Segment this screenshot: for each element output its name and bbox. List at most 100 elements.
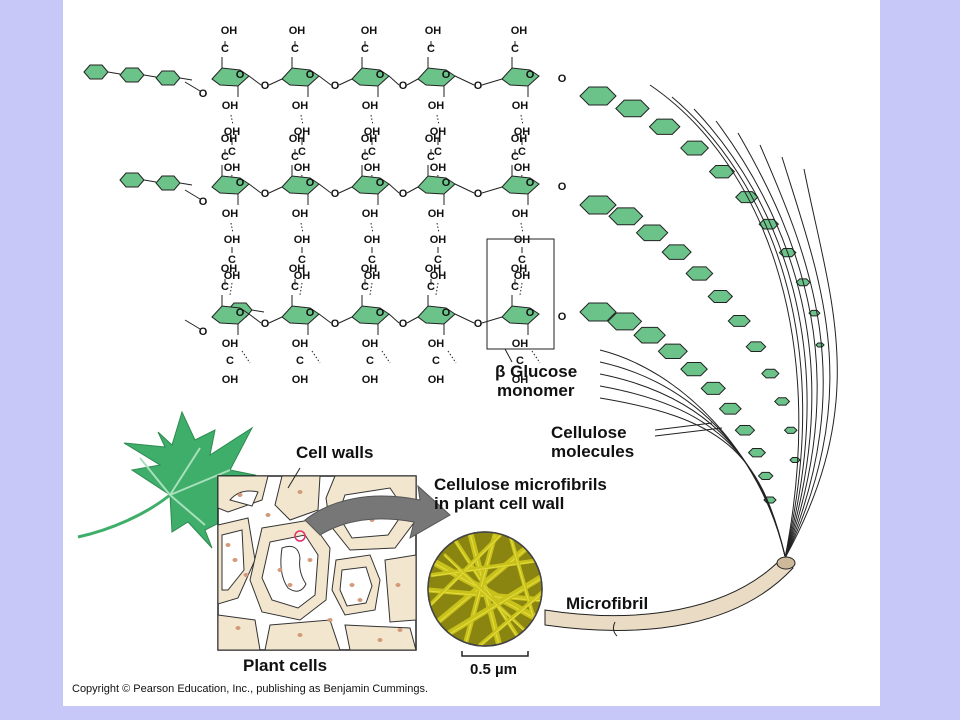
hydroxyl-label: OH [364, 126, 381, 138]
hydroxyl-label: OH [364, 234, 381, 246]
glycosidic-oxygen: O [474, 318, 483, 330]
hydroxyl-label: OH [361, 133, 378, 145]
molecule-line [693, 108, 808, 559]
ring-oxygen: O [526, 69, 535, 81]
glycosidic-oxygen: O [331, 188, 340, 200]
microfibril-tube [544, 559, 794, 631]
ring-oxygen: O [306, 307, 315, 319]
glycosidic-oxygen: O [331, 80, 340, 92]
hydroxyl-label: OH [425, 133, 442, 145]
hydroxyl-label: OH [294, 126, 311, 138]
molecule-line [715, 120, 813, 559]
ring-oxygen: O [376, 69, 385, 81]
organelle-dot [287, 583, 293, 587]
glucose-ring [774, 397, 791, 406]
organelle-dot [349, 583, 355, 587]
glucose-ring [661, 244, 692, 260]
hydroxyl-label: OH [430, 234, 447, 246]
cellulose-fiber [453, 538, 522, 642]
hydroxyl-label: OH [430, 162, 447, 174]
molecules-pointer-1 [654, 422, 713, 431]
hydroxyl-label: OH [514, 162, 531, 174]
hydroxyl-label: OH [222, 374, 239, 386]
carbon-label: C [511, 43, 519, 55]
microfibrils-label-2: in plant cell wall [434, 494, 565, 513]
hydroxyl-label: OH [430, 126, 447, 138]
hydroxyl-label: OH [430, 270, 447, 282]
glycosidic-oxygen: O [399, 318, 408, 330]
glucose-ring [648, 118, 681, 135]
hydroxyl-label: OH [294, 234, 311, 246]
glucose-unit: O [211, 57, 250, 97]
hydroxyl-label: OH [511, 25, 528, 37]
carbon-label: C [291, 281, 299, 293]
microfibril-pointer [612, 621, 618, 637]
organelle-dot [235, 626, 241, 630]
hydroxyl-label: OH [361, 25, 378, 37]
glucose-ring [155, 70, 181, 86]
glucose-unit: O [351, 57, 390, 97]
hydroxyl-label: OH [364, 270, 381, 282]
carbon-label: C [361, 151, 369, 163]
monomer-label: monomer [497, 381, 575, 400]
hydroxyl-label: OH [361, 263, 378, 275]
cellulose-molecules-label-2: molecules [551, 442, 635, 461]
molecule-line [649, 84, 800, 559]
glucose-unit: O [281, 57, 320, 97]
carbon-label: C [511, 281, 519, 293]
hydroxyl-label: OH [425, 25, 442, 37]
glycosidic-oxygen: O [558, 73, 567, 85]
hydroxyl-label: OH [222, 100, 239, 112]
hydroxyl-label: OH [514, 234, 531, 246]
glycosidic-oxygen: O [199, 196, 208, 208]
hydroxyl-label: OH [364, 162, 381, 174]
carbon-label: C [228, 254, 236, 266]
beta-glucose-label: β Glucose [495, 362, 578, 381]
hydroxyl-label: OH [292, 100, 309, 112]
glycosidic-oxygen: O [261, 188, 270, 200]
organelle-dot [357, 598, 363, 602]
ring-oxygen: O [442, 177, 451, 189]
chain-tail-2 [579, 195, 801, 463]
molecule-line [599, 397, 786, 557]
hydroxyl-label: OH [428, 100, 445, 112]
organelle-dot [277, 568, 283, 572]
plant-cells-label: Plant cells [243, 656, 328, 675]
glucose-unit: O [351, 295, 390, 335]
glucose-ring [734, 424, 756, 436]
cellulose-fiber [430, 558, 542, 577]
glucose-unit: O [417, 295, 456, 335]
ring-oxygen: O [236, 177, 245, 189]
wall-highlight-circle [294, 530, 306, 542]
hydroxyl-label: OH [292, 338, 309, 350]
glucose-ring [708, 164, 736, 179]
hydroxyl-label: OH [514, 270, 531, 282]
cellulose-fiber [428, 533, 502, 607]
organelle-dot [327, 618, 333, 622]
glucose-ring [747, 447, 767, 458]
chain-tails [579, 86, 825, 504]
hydroxyl-label: OH [425, 263, 442, 275]
glucose-label-pointer [504, 348, 513, 363]
cellulose-fiber [443, 553, 537, 642]
carbon-label: C [226, 355, 234, 367]
molecule-line [781, 156, 831, 559]
hydroxyl-label: OH [512, 100, 529, 112]
organelle-dot [237, 493, 243, 497]
carbon-label: C [516, 355, 524, 367]
carbon-label: C [511, 151, 519, 163]
scale-bar-label: 0.5 µm [470, 661, 517, 678]
carbon-label: C [298, 254, 306, 266]
carbon-label: C [434, 146, 442, 158]
carbon-label: C [518, 254, 526, 266]
hydroxyl-label: OH [428, 338, 445, 350]
hydroxyl-label: OH [222, 208, 239, 220]
carbon-label: C [368, 146, 376, 158]
cell-walls-label: Cell walls [296, 443, 374, 462]
hydroxyl-label: OH [221, 133, 238, 145]
ring-oxygen: O [306, 69, 315, 81]
ring-oxygen: O [526, 307, 535, 319]
glycosidic-oxygen: O [199, 326, 208, 338]
copyright-text: Copyright © Pearson Education, Inc., pub… [72, 683, 429, 695]
hydroxyl-label: OH [221, 25, 238, 37]
